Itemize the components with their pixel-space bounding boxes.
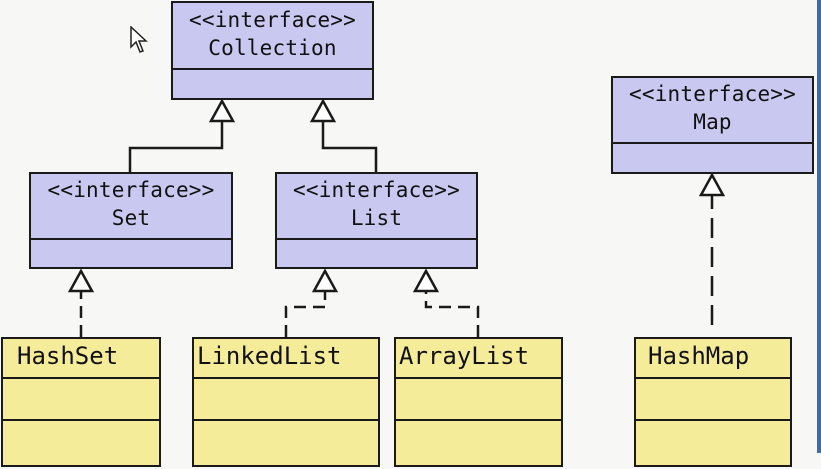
method-section [3,421,159,469]
mouse-pointer-icon [130,26,148,53]
interface-name: Set [111,206,151,230]
method-section [194,421,378,469]
arrowhead-set-collection [208,98,236,123]
class-arraylist[interactable]: ArrayList [394,337,563,467]
interface-set[interactable]: <<interface>> Set [29,172,233,269]
attribute-section [173,70,372,103]
interface-list[interactable]: <<interface>> List [275,172,478,269]
edge-arraylist-list [424,291,480,337]
stereotype-label: <<interface>> [47,178,215,202]
class-linkedlist-header: LinkedList [194,339,378,379]
arrowhead-hashset-set [67,268,95,293]
attribute-section [194,379,378,421]
stereotype-label: <<interface>> [189,8,356,32]
class-name: HashSet [17,342,119,370]
arrowhead-list-collection [309,98,337,123]
diagram-canvas [67,98,726,337]
interface-name: Map [693,110,732,134]
attribute-section [396,379,561,421]
edge-list-collection [321,121,378,172]
arrowhead-arraylist-list [412,268,440,293]
window-border [817,0,821,453]
class-name: ArrayList [399,342,530,370]
class-hashset[interactable]: HashSet [1,337,161,467]
attribute-section [613,144,812,176]
interface-collection-header: <<interface>> Collection [173,6,372,70]
method-section [396,421,561,469]
class-linkedlist[interactable]: LinkedList [192,337,380,467]
attribute-section [277,240,476,271]
interface-collection[interactable]: <<interface>> Collection [171,1,374,100]
class-arraylist-header: ArrayList [396,339,561,379]
class-name: LinkedList [197,342,342,370]
interface-map[interactable]: <<interface>> Map [611,76,814,174]
class-name: HashMap [648,342,750,370]
class-hashmap-header: HashMap [636,339,790,379]
class-hashset-header: HashSet [3,339,159,379]
stereotype-label: <<interface>> [293,178,460,202]
interface-name: List [350,206,403,230]
attribute-section [3,379,159,421]
interface-map-header: <<interface>> Map [613,80,812,144]
edge-set-collection [128,121,224,172]
interface-name: Collection [208,36,337,60]
method-section [636,421,790,469]
arrowhead-linkedlist-list [311,268,339,293]
class-hashmap[interactable]: HashMap [634,337,792,467]
arrowhead-hashmap-map [698,172,726,197]
attribute-section [636,379,790,421]
interface-list-header: <<interface>> List [277,176,476,240]
interface-set-header: <<interface>> Set [31,176,231,240]
stereotype-label: <<interface>> [629,82,796,106]
edge-linkedlist-list [284,291,327,337]
attribute-section [31,240,231,271]
